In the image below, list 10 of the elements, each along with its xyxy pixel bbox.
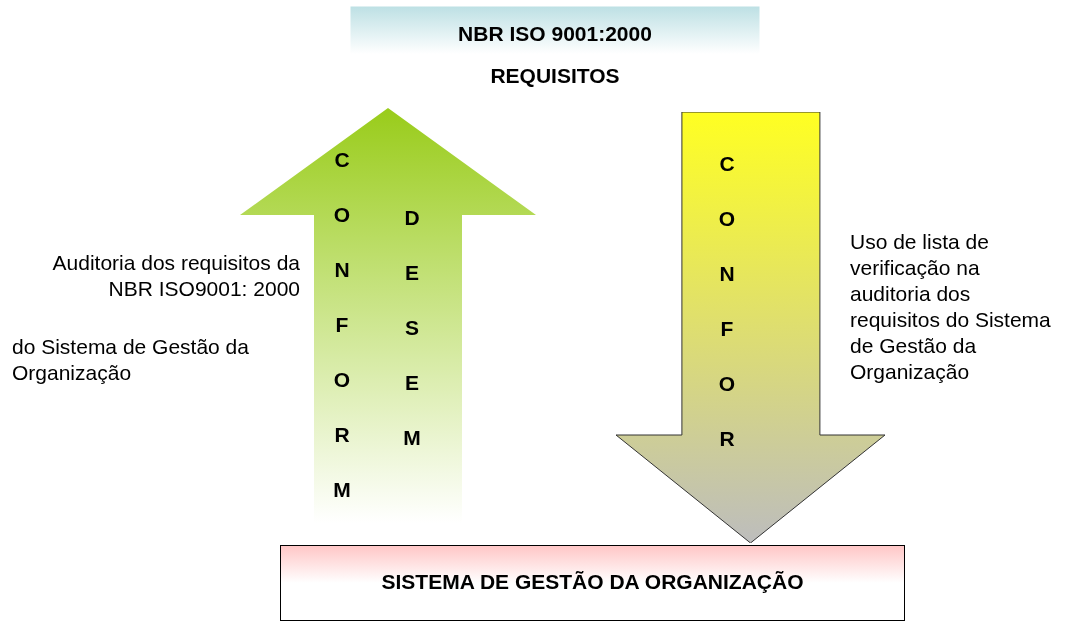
box-subheading: REQUISITOS	[489, 64, 621, 88]
annotation-text: Uso de lista de verificação na auditoria dos requisitos do Sistema de Gestão da Organização	[850, 229, 1052, 385]
vertical-letters: D E S E M	[402, 205, 422, 451]
annotation-text: do Sistema de Gestão da Organização	[12, 334, 250, 386]
vertical-letters: C O N F O R M	[332, 147, 352, 503]
box-heading: SISTEMA DE GESTÃO DA ORGANIZAÇÃO	[380, 570, 805, 594]
annotation-text: Auditoria dos requisitos da NBR ISO9001: 2000	[51, 250, 300, 302]
box-heading: NBR ISO 9001:2000	[457, 22, 653, 46]
down-block-arrow	[616, 112, 885, 543]
vertical-letters: C O N F O R	[717, 151, 737, 452]
